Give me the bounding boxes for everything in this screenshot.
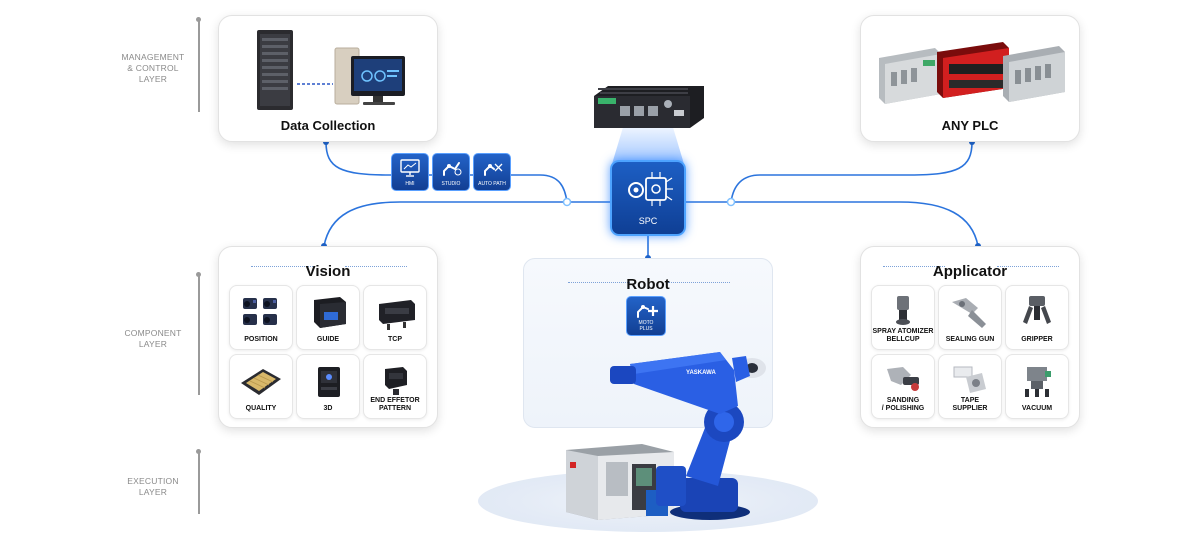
moto-plus-icon xyxy=(637,305,658,318)
edge-computer-icon xyxy=(594,86,704,128)
applicator-tile-tape-supplier[interactable]: TAPE SUPPLIER xyxy=(938,354,1002,419)
applicator-tile-sealing-gun[interactable]: SEALING GUN xyxy=(938,285,1002,350)
spc-chip[interactable]: SPC xyxy=(610,160,686,236)
vision-tile-label: 3D xyxy=(323,405,333,412)
layer-rule-management xyxy=(196,17,201,112)
title-divider-left xyxy=(568,282,630,283)
applicator-tile-vacuum[interactable]: VACUUM xyxy=(1005,354,1069,419)
robot-title: Robot xyxy=(626,276,670,293)
applicator-tile-label: TAPE SUPPLIER xyxy=(952,397,988,412)
data-collection-card: Data Collection xyxy=(218,15,438,142)
monitor-icon xyxy=(400,159,420,177)
layer-rule-execution xyxy=(196,449,201,514)
applicator-tile-label: GRIPPER xyxy=(1021,336,1053,343)
moto-plus-label: MOTO PLUS xyxy=(638,320,654,332)
data-collection-title: Data Collection xyxy=(280,118,376,133)
applicator-tile-label: SPRAY ATOMIZER BELLCUP xyxy=(872,328,934,343)
applicator-tile-label: VACUUM xyxy=(1021,405,1053,412)
gripper-icon xyxy=(1023,296,1051,324)
auto-path-button[interactable]: AUTO PATH xyxy=(473,153,511,191)
any-plc-card: ANY PLC xyxy=(860,15,1080,142)
pattern-sensor-icon xyxy=(385,367,407,395)
server-and-workstation-icon xyxy=(257,30,405,110)
sealing-gun-icon xyxy=(952,298,986,328)
applicator-card: Applicator SPRAY ATOMIZER BELLCUP SEALIN… xyxy=(860,246,1080,428)
auto-path-label: AUTO PATH xyxy=(478,181,506,187)
3d-camera-icon xyxy=(318,367,340,397)
moto-plus-button[interactable]: MOTO PLUS xyxy=(626,296,666,336)
vision-tile-quality[interactable]: QUALITY xyxy=(229,354,293,419)
applicator-tile-spray-atomizer[interactable]: SPRAY ATOMIZER BELLCUP xyxy=(871,285,935,350)
layer-label-component: COMPONENT LAYER xyxy=(124,328,182,349)
applicator-tile-gripper[interactable]: GRIPPER xyxy=(1005,285,1069,350)
junction-dot xyxy=(726,197,736,207)
vision-tile-label: GUIDE xyxy=(316,336,340,343)
wire-plc xyxy=(730,141,973,203)
vision-tile-guide[interactable]: GUIDE xyxy=(296,285,360,350)
vision-card: Vision POSITION GUIDE TCP QUALI xyxy=(218,246,438,428)
hmi-button[interactable]: HMI xyxy=(391,153,429,191)
applicator-tile-label: SEALING GUN xyxy=(945,336,995,343)
camera-array-icon xyxy=(243,298,277,325)
layer-rule-component xyxy=(196,272,201,395)
robot-controller-icon xyxy=(566,444,674,520)
title-divider-right xyxy=(345,266,407,267)
spray-atomizer-icon xyxy=(896,296,910,325)
vision-tile-label: POSITION xyxy=(244,336,278,343)
vision-tile-label: QUALITY xyxy=(245,405,277,412)
title-divider-left xyxy=(251,266,313,267)
studio-button[interactable]: STUDIO xyxy=(432,153,470,191)
vacuum-gripper-icon xyxy=(1025,367,1051,397)
title-divider-right xyxy=(668,282,730,283)
vision-title: Vision xyxy=(305,263,351,280)
industrial-robot-arm-icon: YASKAWA xyxy=(610,352,766,520)
hmi-label: HMI xyxy=(405,181,415,187)
wire-vision xyxy=(323,201,612,247)
tape-supplier-icon xyxy=(953,366,986,393)
applicator-tile-label: SANDING / POLISHING xyxy=(881,397,925,412)
applicator-tile-sanding-polishing[interactable]: SANDING / POLISHING xyxy=(871,354,935,419)
vision-tile-3d[interactable]: 3D xyxy=(296,354,360,419)
vision-tile-label: TCP xyxy=(388,336,402,343)
vision-tile-end-effector-pattern[interactable]: END EFFETOR PATTERN xyxy=(363,354,427,419)
plc-modules-icon xyxy=(879,42,1065,104)
vision-tile-tcp[interactable]: TCP xyxy=(363,285,427,350)
robot-brand-text: YASKAWA xyxy=(686,370,716,376)
title-divider-left xyxy=(883,266,945,267)
sander-icon xyxy=(887,367,919,391)
title-divider-right xyxy=(997,266,1059,267)
junction-dot xyxy=(562,197,572,207)
area-light-icon xyxy=(241,369,281,395)
any-plc-title: ANY PLC xyxy=(941,118,999,133)
wire-applicator xyxy=(686,201,979,247)
studio-label: STUDIO xyxy=(441,181,461,187)
robot-arm-icon xyxy=(443,162,462,176)
tcp-sensor-icon xyxy=(379,300,415,330)
spc-label: SPC xyxy=(638,216,658,226)
layer-label-execution: EXECUTION LAYER xyxy=(127,476,179,497)
chip-gear-icon xyxy=(628,172,673,206)
sensor-box-icon xyxy=(314,297,346,328)
wire-data-collection xyxy=(325,141,568,203)
vision-tile-position[interactable]: POSITION xyxy=(229,285,293,350)
path-arm-icon xyxy=(484,163,503,176)
layer-label-management: MANAGEMENT & CONTROL LAYER xyxy=(121,52,185,84)
vision-tile-label: END EFFETOR PATTERN xyxy=(370,397,420,412)
applicator-title: Applicator xyxy=(932,263,1008,280)
spc-light-beam xyxy=(612,128,684,164)
